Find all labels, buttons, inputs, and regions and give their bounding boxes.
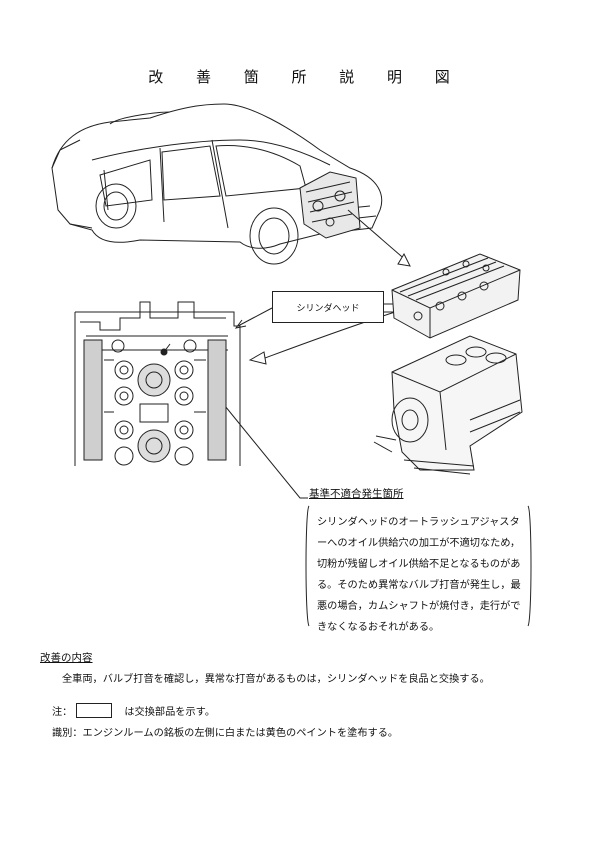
- defect-description: シリンダヘッドのオートラッシュアジャスターへのオイル供給穴の加工が不適切なため，…: [317, 517, 521, 633]
- cylinder-head-illustration: [391, 253, 521, 339]
- pointer-arrows: [211, 209, 411, 499]
- note-line: 注： は交換部品を示す。: [52, 703, 215, 718]
- defect-location-heading: 基準不適合発生箇所: [309, 488, 404, 500]
- note-prefix: 注：: [52, 707, 73, 718]
- identification-note: 識別：エンジンルームの銘板の左側に白または黄色のペイントを塗布する。: [52, 728, 399, 739]
- car-illustration: [51, 103, 383, 265]
- engine-block-illustration: [373, 335, 523, 475]
- improvement-heading: 改善の内容: [40, 652, 93, 664]
- cylinder-head-plan-illustration: [74, 301, 241, 466]
- engine-in-car-illustration: [299, 171, 361, 239]
- replacement-part-legend-box: [76, 703, 113, 718]
- part-name-label: シリンダヘッド: [296, 303, 360, 314]
- improvement-description: 全車両，バルブ打音を確認し，異常な打音があるものは，シリンダヘッドを良品と交換す…: [62, 674, 490, 685]
- page-title: 改 善 箇 所 説 明 図: [148, 68, 464, 86]
- note-text: は交換部品を示す。: [124, 707, 216, 718]
- part-name-callout: シリンダヘッド: [272, 291, 384, 323]
